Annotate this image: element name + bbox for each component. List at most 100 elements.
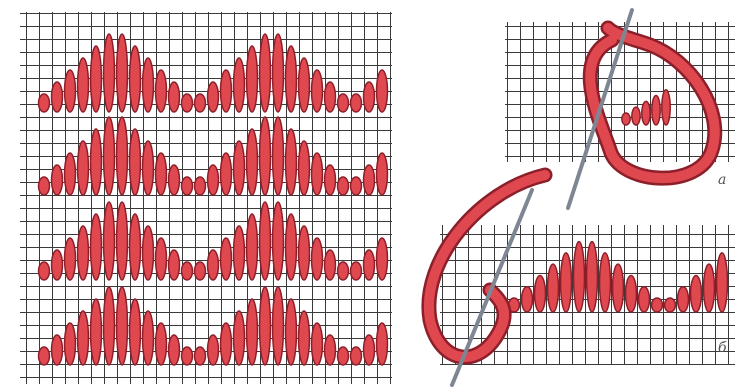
stitch <box>299 141 310 195</box>
stitch <box>221 153 232 195</box>
stitch <box>613 264 624 312</box>
stitch <box>691 275 702 312</box>
stitch <box>325 335 336 365</box>
stitch <box>78 311 89 365</box>
stitch <box>65 238 76 280</box>
stitch <box>169 165 180 195</box>
stitch <box>104 202 115 280</box>
stitch <box>65 153 76 195</box>
stitch <box>208 250 219 280</box>
stitch <box>548 264 559 312</box>
stitch <box>182 347 193 365</box>
stitch <box>52 82 63 112</box>
stitch <box>600 253 611 312</box>
stitch <box>662 90 670 125</box>
stitch <box>65 323 76 365</box>
stitch <box>622 113 630 125</box>
stitch <box>130 46 141 112</box>
stitch <box>325 82 336 112</box>
stitch <box>286 129 297 195</box>
stitch <box>39 347 50 365</box>
stitch <box>286 299 297 365</box>
stitch <box>678 287 689 312</box>
stitch <box>143 58 154 112</box>
label-a: а <box>718 172 726 188</box>
stitch <box>364 82 375 112</box>
stitch <box>260 34 271 112</box>
stitch <box>117 202 128 280</box>
stitch <box>312 153 323 195</box>
stitch <box>325 165 336 195</box>
stitch <box>364 335 375 365</box>
stitch <box>351 347 362 365</box>
stitch <box>364 165 375 195</box>
stitch <box>91 46 102 112</box>
stitch <box>642 101 650 125</box>
stitch <box>247 46 258 112</box>
stitch <box>247 214 258 280</box>
stitch <box>91 299 102 365</box>
stitch <box>104 34 115 112</box>
stitch <box>234 311 245 365</box>
stitch <box>104 287 115 365</box>
stitch <box>169 82 180 112</box>
stitch <box>273 287 284 365</box>
stitch <box>351 94 362 112</box>
stitch <box>377 238 388 280</box>
stitch <box>364 250 375 280</box>
stitch <box>130 129 141 195</box>
stitch <box>639 287 650 312</box>
stitch <box>208 335 219 365</box>
stitch <box>39 94 50 112</box>
stitch <box>52 335 63 365</box>
stitch <box>143 226 154 280</box>
stitch <box>234 58 245 112</box>
stitch <box>182 262 193 280</box>
stitch <box>632 107 640 125</box>
stitch <box>117 34 128 112</box>
stitch <box>156 238 167 280</box>
stitch <box>39 262 50 280</box>
stitch <box>351 262 362 280</box>
stitch <box>156 70 167 112</box>
stitch <box>117 287 128 365</box>
stitch <box>143 141 154 195</box>
stitch <box>169 250 180 280</box>
stitch <box>52 165 63 195</box>
stitch <box>522 287 533 312</box>
stitch <box>626 275 637 312</box>
stitch <box>91 214 102 280</box>
stitch <box>377 323 388 365</box>
stitch <box>247 129 258 195</box>
stitch <box>208 82 219 112</box>
stitch <box>195 177 206 195</box>
stitch <box>652 298 663 312</box>
stitch <box>535 275 546 312</box>
stitch <box>299 58 310 112</box>
stitch <box>195 94 206 112</box>
stitch <box>312 323 323 365</box>
stitch <box>78 141 89 195</box>
stitch <box>117 117 128 195</box>
stitch <box>221 70 232 112</box>
stitch <box>587 242 598 312</box>
stitch <box>273 117 284 195</box>
stitch <box>143 311 154 365</box>
stitch <box>234 141 245 195</box>
stitch <box>717 253 728 312</box>
stitch <box>169 335 180 365</box>
stitch <box>156 323 167 365</box>
stitch <box>260 202 271 280</box>
stitch <box>104 117 115 195</box>
stitch <box>221 238 232 280</box>
stitch <box>39 177 50 195</box>
stitch <box>312 238 323 280</box>
stitch <box>665 298 676 312</box>
stitch <box>273 34 284 112</box>
stitch <box>156 153 167 195</box>
stitch <box>78 226 89 280</box>
stitch <box>91 129 102 195</box>
stitch <box>338 262 349 280</box>
stitch <box>286 46 297 112</box>
